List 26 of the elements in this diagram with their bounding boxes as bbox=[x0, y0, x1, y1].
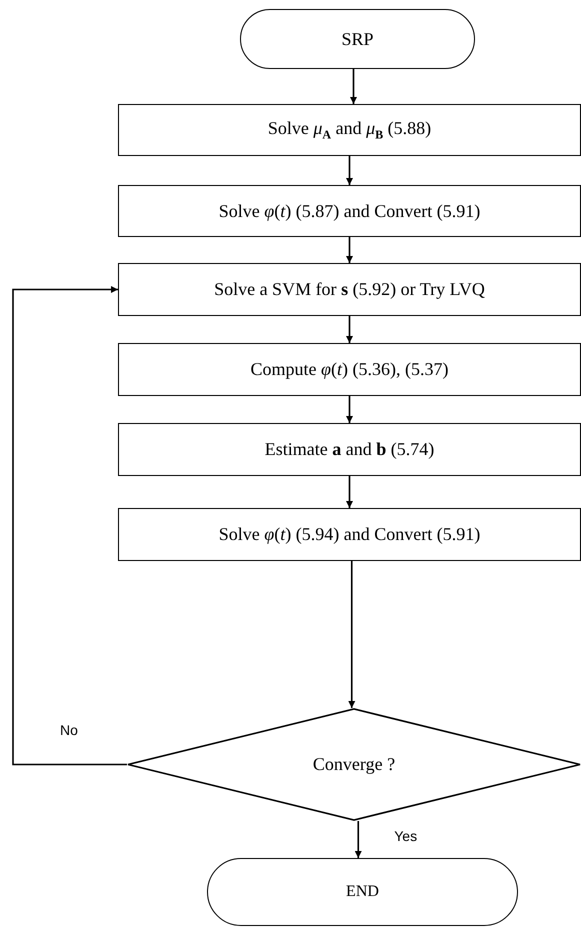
arrow bbox=[350, 69, 357, 104]
node-text: Compute φ(t) (5.36), (5.37) bbox=[250, 359, 448, 380]
arrow bbox=[354, 821, 362, 858]
arrow bbox=[346, 156, 353, 185]
node-text: Converge ? bbox=[312, 754, 396, 775]
edge-label: No bbox=[58, 722, 80, 738]
node-text: SRP bbox=[341, 28, 374, 50]
node-text: Solve φ(t) (5.87) and Convert (5.91) bbox=[218, 200, 480, 222]
process-box bbox=[118, 343, 581, 396]
arrow bbox=[346, 396, 353, 423]
process-box bbox=[118, 508, 581, 561]
node-text: Solve a SVM for s (5.92) or Try LVQ bbox=[214, 279, 485, 300]
process-box bbox=[118, 104, 581, 156]
decision-diamond bbox=[127, 708, 581, 821]
arrow bbox=[346, 237, 353, 263]
node-text: END bbox=[346, 883, 379, 901]
node-text: Solve φ(t) (5.94) and Convert (5.91) bbox=[218, 524, 480, 545]
arrow bbox=[12, 286, 127, 766]
arrow bbox=[348, 561, 356, 708]
arrow bbox=[346, 316, 353, 343]
process-box bbox=[118, 185, 581, 237]
process-box bbox=[118, 423, 581, 476]
process-box bbox=[118, 263, 581, 316]
arrow bbox=[346, 476, 353, 508]
node-text: Estimate a and b (5.74) bbox=[264, 439, 434, 460]
node-text: Solve μ$_{A}$ and μ$_{B}$ (5.88) bbox=[268, 118, 432, 142]
